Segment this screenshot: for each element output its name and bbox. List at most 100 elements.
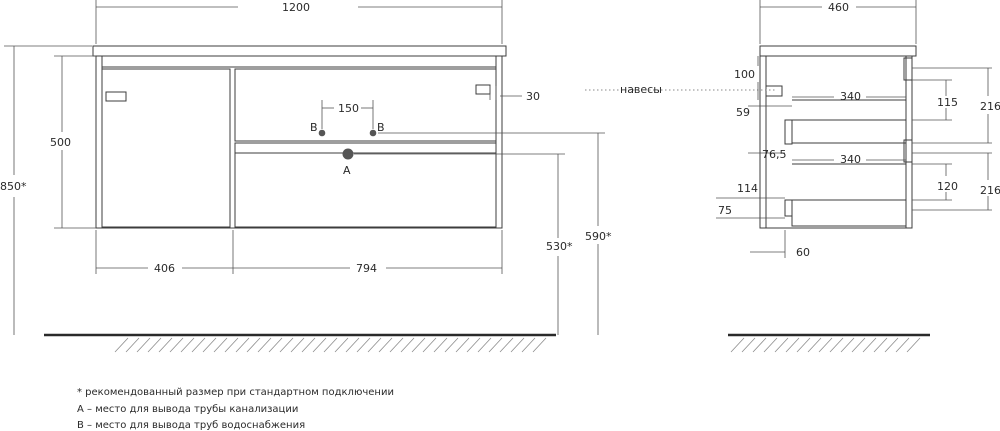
label-supply-left: B	[310, 121, 318, 134]
hatch-line	[169, 337, 184, 353]
hatch-line	[345, 337, 360, 353]
upper-drawer-box	[791, 99, 907, 144]
hatch-line	[411, 337, 426, 353]
left-door	[101, 68, 231, 228]
dim-114: 114	[737, 182, 758, 195]
hatch-line	[829, 337, 844, 353]
hatch-line	[785, 337, 800, 353]
hatch-line	[455, 337, 470, 353]
hatch-line	[477, 337, 492, 353]
hatch-line	[444, 337, 459, 353]
note-drain: А – место для вывода трубы канализации	[77, 404, 299, 415]
hatch-line	[840, 337, 855, 353]
dim-depth: 460	[828, 1, 849, 14]
hatch-line	[499, 337, 514, 353]
supply-pipe-right-icon	[369, 129, 377, 137]
dim-75: 75	[718, 204, 732, 217]
hatch-line	[334, 337, 349, 353]
lower-drawer	[234, 142, 497, 228]
hatch-line	[367, 337, 382, 353]
hatch-line	[312, 337, 327, 353]
hatch-line	[180, 337, 195, 353]
dim-216-lower: 216	[980, 184, 1000, 197]
dim-drawer-depth-upper: 340	[840, 90, 861, 103]
hatch-line	[213, 337, 228, 353]
hatch-line	[268, 337, 283, 353]
dim-115: 115	[937, 96, 958, 109]
hatch-line	[257, 337, 272, 353]
hinge-bracket-left	[105, 91, 127, 102]
floor-hatching-front	[114, 337, 547, 353]
cabinet-body	[95, 55, 503, 229]
hatch-line	[818, 337, 833, 353]
hatch-line	[224, 337, 239, 353]
hatch-line	[400, 337, 415, 353]
dim-supply-height: 590*	[585, 230, 612, 243]
side-body	[759, 55, 913, 229]
hatch-line	[521, 337, 536, 353]
hatch-line	[114, 337, 129, 353]
dim-60: 60	[796, 246, 810, 259]
dim-left-section: 406	[154, 262, 175, 275]
dim-59: 59	[736, 106, 750, 119]
hatch-line	[730, 337, 745, 353]
hinge-bracket-right	[475, 84, 491, 95]
hatch-line	[235, 337, 250, 353]
side-countertop	[759, 45, 917, 57]
front-view: 1200 850* 500 406 794 150 B B A	[0, 0, 612, 353]
label-drain: A	[343, 164, 351, 177]
hatch-line	[378, 337, 393, 353]
hatch-line	[433, 337, 448, 353]
front-face-2	[903, 139, 913, 163]
upper-drawer-back-panel	[784, 119, 793, 145]
hatch-line	[510, 337, 525, 353]
hatch-line	[136, 337, 151, 353]
hatch-line	[158, 337, 173, 353]
note-supply: В – место для вывода труб водоснабжения	[77, 420, 306, 431]
dim-top: 100	[734, 68, 755, 81]
hatch-line	[279, 337, 294, 353]
upper-drawer	[234, 68, 497, 142]
hatch-line	[389, 337, 404, 353]
hatch-line	[763, 337, 778, 353]
hatch-line	[202, 337, 217, 353]
hatch-line	[422, 337, 437, 353]
hatch-line	[246, 337, 261, 353]
hatch-line	[125, 337, 140, 353]
hatch-line	[290, 337, 305, 353]
dim-offset: 30	[526, 90, 540, 103]
lower-drawer-back-panel	[784, 199, 793, 217]
hatch-line	[862, 337, 877, 353]
dim-pipe-spacing: 150	[338, 102, 359, 115]
dim-width: 1200	[282, 1, 310, 14]
dim-216-upper: 216	[980, 100, 1000, 113]
dim-drain-height: 530*	[546, 240, 573, 253]
hatch-line	[532, 337, 547, 353]
countertop	[92, 45, 507, 57]
hatch-line	[774, 337, 789, 353]
label-supply-right: B	[377, 121, 385, 134]
floor-hatching-side	[730, 337, 921, 353]
hatch-line	[323, 337, 338, 353]
hatch-line	[884, 337, 899, 353]
dim-120: 120	[937, 180, 958, 193]
hatch-line	[301, 337, 316, 353]
note-recommended: * рекомендованный размер при стандартном…	[77, 387, 394, 398]
hatch-line	[741, 337, 756, 353]
lower-drawer-box	[791, 163, 907, 227]
dim-76-5: 76,5	[762, 148, 787, 161]
side-view: навесы 460 100 340 59 115 216 76,5	[585, 0, 1000, 353]
hatch-line	[851, 337, 866, 353]
hatch-line	[752, 337, 767, 353]
hatch-line	[906, 337, 921, 353]
dim-height-body: 500	[50, 136, 71, 149]
hatch-line	[147, 337, 162, 353]
hatch-line	[895, 337, 910, 353]
hatch-line	[356, 337, 371, 353]
hatch-line	[488, 337, 503, 353]
hatch-line	[191, 337, 206, 353]
drain-pipe-icon	[342, 148, 354, 160]
dim-drawer-depth-lower: 340	[840, 153, 861, 166]
